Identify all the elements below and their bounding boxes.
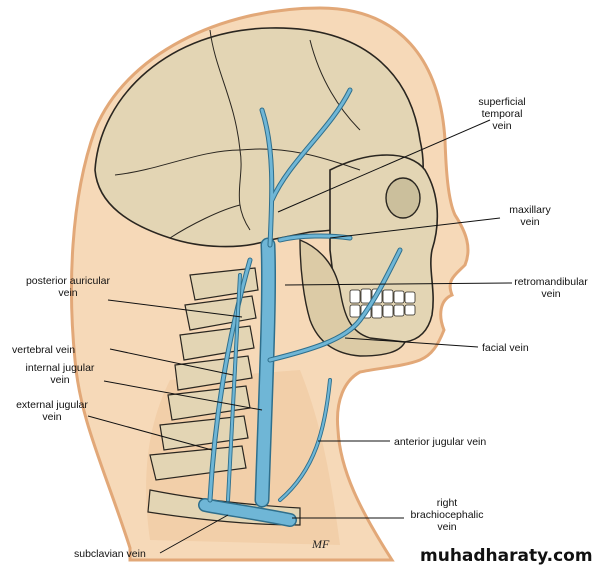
artist-signature: MF — [312, 537, 330, 551]
label-right-brachiocephalic-vein: right brachiocephalic vein — [410, 497, 484, 533]
label-facial-vein: facial vein — [482, 342, 529, 354]
label-vertebral-vein: vertebral vein — [12, 344, 76, 356]
label-external-jugular-vein: external jugular vein — [16, 399, 88, 423]
watermark-text: muhadharaty.com — [420, 546, 593, 566]
teeth — [349, 288, 416, 319]
orbit — [385, 177, 421, 219]
label-retromandibular-vein: retromandibular vein — [514, 276, 588, 300]
label-anterior-jugular-vein: anterior jugular vein — [394, 436, 487, 448]
label-maxillary-vein: maxillary vein — [509, 204, 551, 228]
label-superficial-temporal-vein: superficial temporal vein — [478, 96, 526, 132]
leader-lines — [87, 119, 513, 554]
label-internal-jugular-vein: internal jugular vein — [25, 362, 95, 386]
skull-sutures — [114, 29, 361, 239]
veins — [198, 87, 403, 527]
label-subclavian-vein: subclavian vein — [74, 548, 146, 560]
label-posterior-auricular-vein: posterior auricular vein — [25, 275, 111, 299]
